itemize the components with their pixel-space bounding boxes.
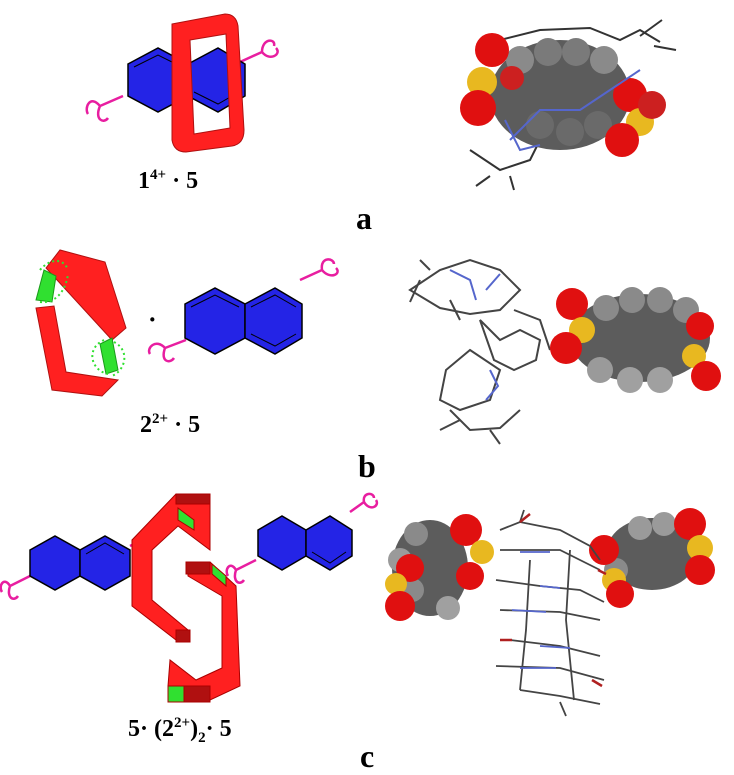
schematic-complex-c [0,492,379,703]
panel-letter-c: c [360,738,375,774]
molecular-model-b [408,258,721,445]
molecular-model-a [460,19,677,191]
panel-b: · 22+ · 5 b [0,230,734,490]
macrocycle-box [171,13,245,153]
naphthalene-rings-b [184,287,303,355]
formula-a: 14+ · 5 [138,167,199,195]
panel-letter-a: a [356,200,372,236]
macrocycle-clip [35,249,127,397]
dimer-clip-upper [131,493,211,643]
connector-left-c1 [0,574,31,600]
panel-c: 5· (22+)2· 5 c [0,490,734,774]
naphthalene-rings-c-left [29,535,131,591]
naphthalene-rings-c-right [257,515,353,571]
dimer-clip-lower [167,561,241,703]
connector-left-b [147,338,187,363]
panel-a: 14+ · 5 a [0,0,734,236]
connector-left [85,94,124,122]
sulfonate-left-b [550,288,595,364]
naphthalene-spacefill-c-right [589,508,715,608]
sulfonate-right-a [605,78,666,157]
schematic-complex-a [85,13,279,153]
connector-right-b [299,258,339,282]
formula-c: 5· (22+)2· 5 [128,715,232,746]
hbond-linker-bottom [99,337,119,375]
sulfonate-left-a [460,33,524,126]
connector-right [239,39,279,64]
formula-b: 22+ · 5 [140,411,201,439]
connector-right-c2 [349,492,379,514]
hbond-linker-top [35,269,57,303]
molecular-model-c [385,508,715,717]
separator-dot: · [148,305,157,334]
naphthalene-spacefill-c-left [385,514,494,621]
panel-letter-b: b [358,448,376,484]
wireframe-host-b [408,258,551,445]
connector-right-c1 [225,558,257,584]
sulfonate-right-b [682,312,721,391]
schematic-complex-b: · [35,249,339,397]
naphthalene-spacefill-a [490,38,630,150]
wireframe-stack-c [495,509,605,717]
naphthalene-spacefill-b [570,287,710,393]
